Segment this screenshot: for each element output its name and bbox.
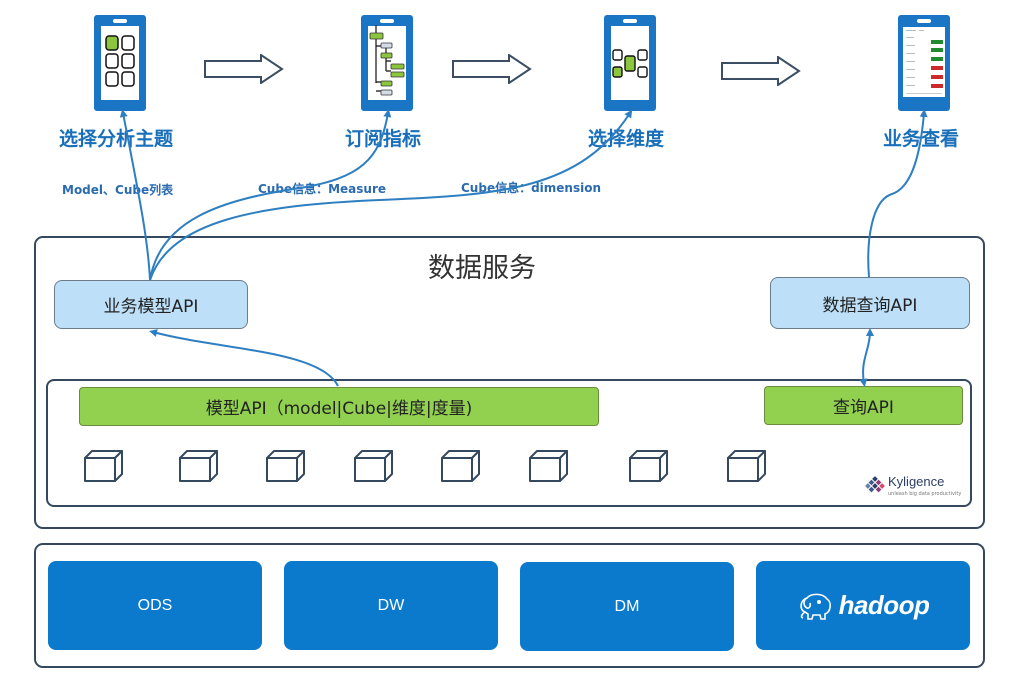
connection-label-cube-measure: Cube信息：Measure [258,182,386,196]
flow-arrow-icon [452,54,532,84]
step-3-phone-icon [604,15,656,111]
connection-label-cube-dimension: Cube信息：dimension [461,181,602,195]
phone-speaker [623,19,637,23]
data-query-api-box: 数据查询API [770,277,970,329]
kyligence-name: Kyligence [888,474,945,489]
phone-speaker [113,19,127,23]
phone-speaker [380,19,394,23]
step-4-phone-icon [898,15,950,111]
kyligence-tagline: unleash big data productivity [888,491,962,497]
dimension-graph-icon [612,49,648,78]
storage-dw: DW [284,561,498,650]
report-dashboard-icon [906,30,943,94]
step-1-phone-icon [94,15,146,111]
storage-ods: ODS [48,561,262,650]
data-service-title: 数据服务 [428,253,536,284]
flow-arrow-icon [721,56,801,86]
cube-icon [354,450,393,482]
step-label-subscribe-metrics: 订阅指标 [345,128,422,150]
storage-dm: DM [520,562,734,651]
phone-speaker [917,19,931,23]
kyligence-diamond-icon [865,476,885,493]
business-model-api-box: 业务模型API [54,280,248,329]
flow-arrow-icon [204,54,284,84]
cube-icon [84,450,123,482]
kyligence-logo: Kyligence unleash big data productivity [864,474,964,500]
connection-label-model-cube-list: Model、Cube列表 [62,183,174,197]
step-label-select-dimension: 选择维度 [588,128,665,150]
cube-icon [529,450,568,482]
cube-icon [179,450,218,482]
storage-hadoop: hadoop [756,561,970,650]
hadoop-label: hadoop [838,590,930,620]
cube-icon [629,450,668,482]
tree-hierarchy-icon [369,25,405,96]
cube-icon [727,450,766,482]
cube-icon [441,450,480,482]
cube-icon [266,450,305,482]
hadoop-elephant-icon [799,593,831,620]
step-label-business-view: 业务查看 [883,128,960,150]
step-2-phone-icon [361,15,413,111]
model-api-bar: 模型API（model|Cube|维度|度量) [79,387,599,426]
grid-app-icon [105,35,135,87]
step-label-select-subject: 选择分析主题 [59,128,174,150]
query-api-bar: 查询API [764,386,963,425]
